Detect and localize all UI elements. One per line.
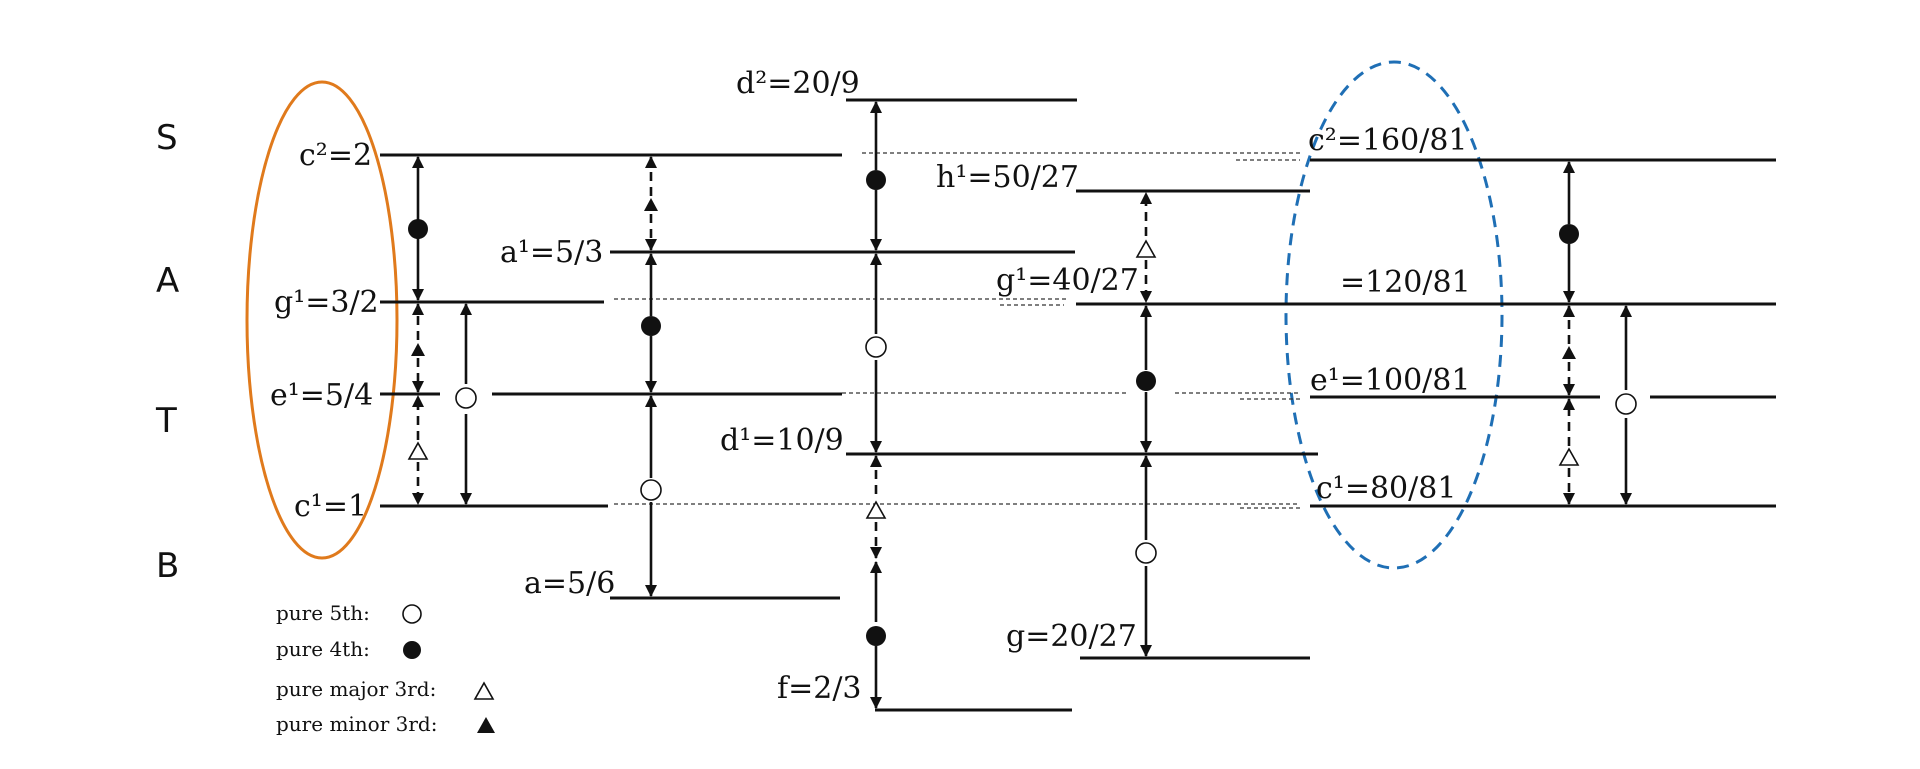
legend-circle-filled-icon xyxy=(403,641,421,659)
note-label-c2b: c²=160/81 xyxy=(1308,123,1468,158)
legend-label-fourth: pure 4th: xyxy=(276,637,370,661)
note-label-g: g=20/27 xyxy=(1006,619,1137,654)
voice-label-a: A xyxy=(156,261,179,301)
highlight-ellipse-pure xyxy=(245,80,399,560)
note-label-e1: e¹=5/4 xyxy=(270,378,373,413)
pure-minor-third-marker xyxy=(411,343,425,356)
note-label-g1b: g¹=40/27 xyxy=(996,263,1139,298)
pure-fifth-marker xyxy=(640,479,662,501)
pure-fifth-marker xyxy=(865,336,887,358)
legend-label-minor3: pure minor 3rd: xyxy=(276,712,437,736)
pure-fifth-marker xyxy=(455,387,477,409)
pure-minor-third-marker xyxy=(1562,346,1576,359)
pure-minor-third-marker xyxy=(644,198,658,211)
pure-fourth-marker xyxy=(866,626,886,646)
voice-label-s: S xyxy=(156,118,178,158)
note-label-g1c: =120/81 xyxy=(1340,265,1471,300)
pure-major-third-marker xyxy=(407,441,429,460)
pure-fifth-marker xyxy=(1135,542,1157,564)
pure-major-third-marker xyxy=(1135,239,1157,258)
note-label-a: a=5/6 xyxy=(524,566,615,601)
highlight-ellipse-pythagorean xyxy=(1284,60,1504,570)
legend: pure 5th: pure 4th: pure major 3rd: pure… xyxy=(276,601,495,736)
note-label-d1: d¹=10/9 xyxy=(720,423,844,458)
pure-fourth-marker xyxy=(408,219,428,239)
note-label-g1: g¹=3/2 xyxy=(274,285,379,320)
note-label-d2: d²=20/9 xyxy=(736,66,860,101)
pure-fourth-marker xyxy=(1136,371,1156,391)
note-label-e1b: e¹=100/81 xyxy=(1310,363,1470,398)
pure-fourth-marker xyxy=(641,316,661,336)
note-label-f: f=2/3 xyxy=(777,671,862,706)
legend-label-major3: pure major 3rd: xyxy=(276,677,436,701)
note-label-h1: h¹=50/27 xyxy=(936,160,1079,195)
note-label-c1b: c¹=80/81 xyxy=(1316,471,1456,506)
pure-major-third-marker xyxy=(865,500,887,519)
legend-triangle-filled-icon xyxy=(477,717,495,733)
note-label-c2: c²=2 xyxy=(299,138,372,173)
legend-triangle-open-icon xyxy=(473,681,495,700)
pure-fourth-marker xyxy=(1559,224,1579,244)
note-label-a1: a¹=5/3 xyxy=(500,235,603,270)
note-label-c1: c¹=1 xyxy=(294,489,367,524)
voice-label-b: B xyxy=(156,546,179,586)
pure-major-third-marker xyxy=(1558,447,1580,466)
pure-fourth-marker xyxy=(866,170,886,190)
voice-label-t: T xyxy=(155,401,177,441)
legend-circle-open-icon xyxy=(402,604,422,624)
legend-label-fifth: pure 5th: xyxy=(276,601,370,625)
pure-fifth-marker xyxy=(1615,393,1637,415)
